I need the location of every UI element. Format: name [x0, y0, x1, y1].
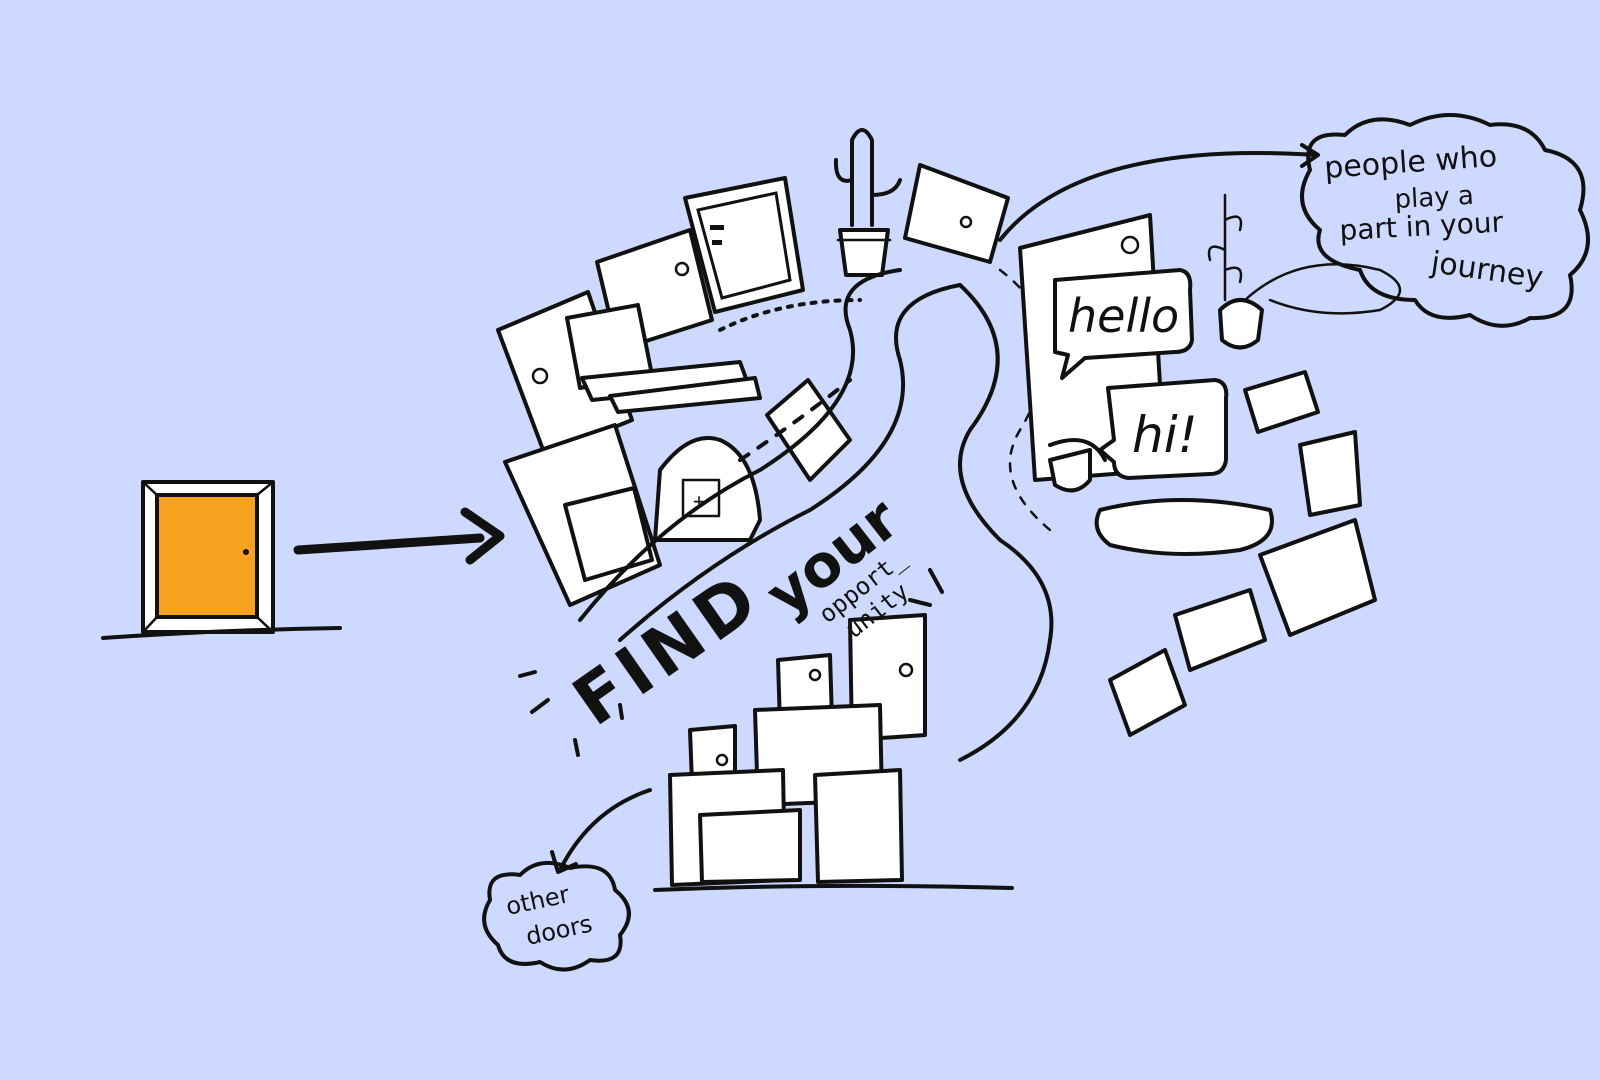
door-cluster-bottom	[653, 613, 1014, 892]
orange-door-icon	[141, 480, 275, 634]
people-line-3: part in your	[1339, 205, 1505, 247]
winding-path	[578, 268, 1054, 762]
cloud-other-icon	[482, 860, 631, 972]
motion-dashes	[518, 568, 944, 757]
people-line-2: play a	[1394, 181, 1475, 215]
arrow-to-other-doors	[558, 788, 652, 872]
people-line-1: people who	[1323, 139, 1498, 186]
door-cluster-right	[1018, 193, 1402, 737]
hi-label: hi!	[1132, 406, 1198, 464]
ground-line	[101, 626, 342, 640]
arrow-to-people	[998, 151, 1317, 242]
door-cluster-top: +	[496, 163, 1010, 607]
arrow-right-icon	[293, 507, 505, 565]
hello-label: hello	[1068, 289, 1179, 343]
cloud-people-icon	[1300, 113, 1590, 328]
doors-label: doors	[523, 910, 594, 951]
people-line-4: journey	[1428, 245, 1545, 295]
cactus-icon	[833, 128, 902, 277]
